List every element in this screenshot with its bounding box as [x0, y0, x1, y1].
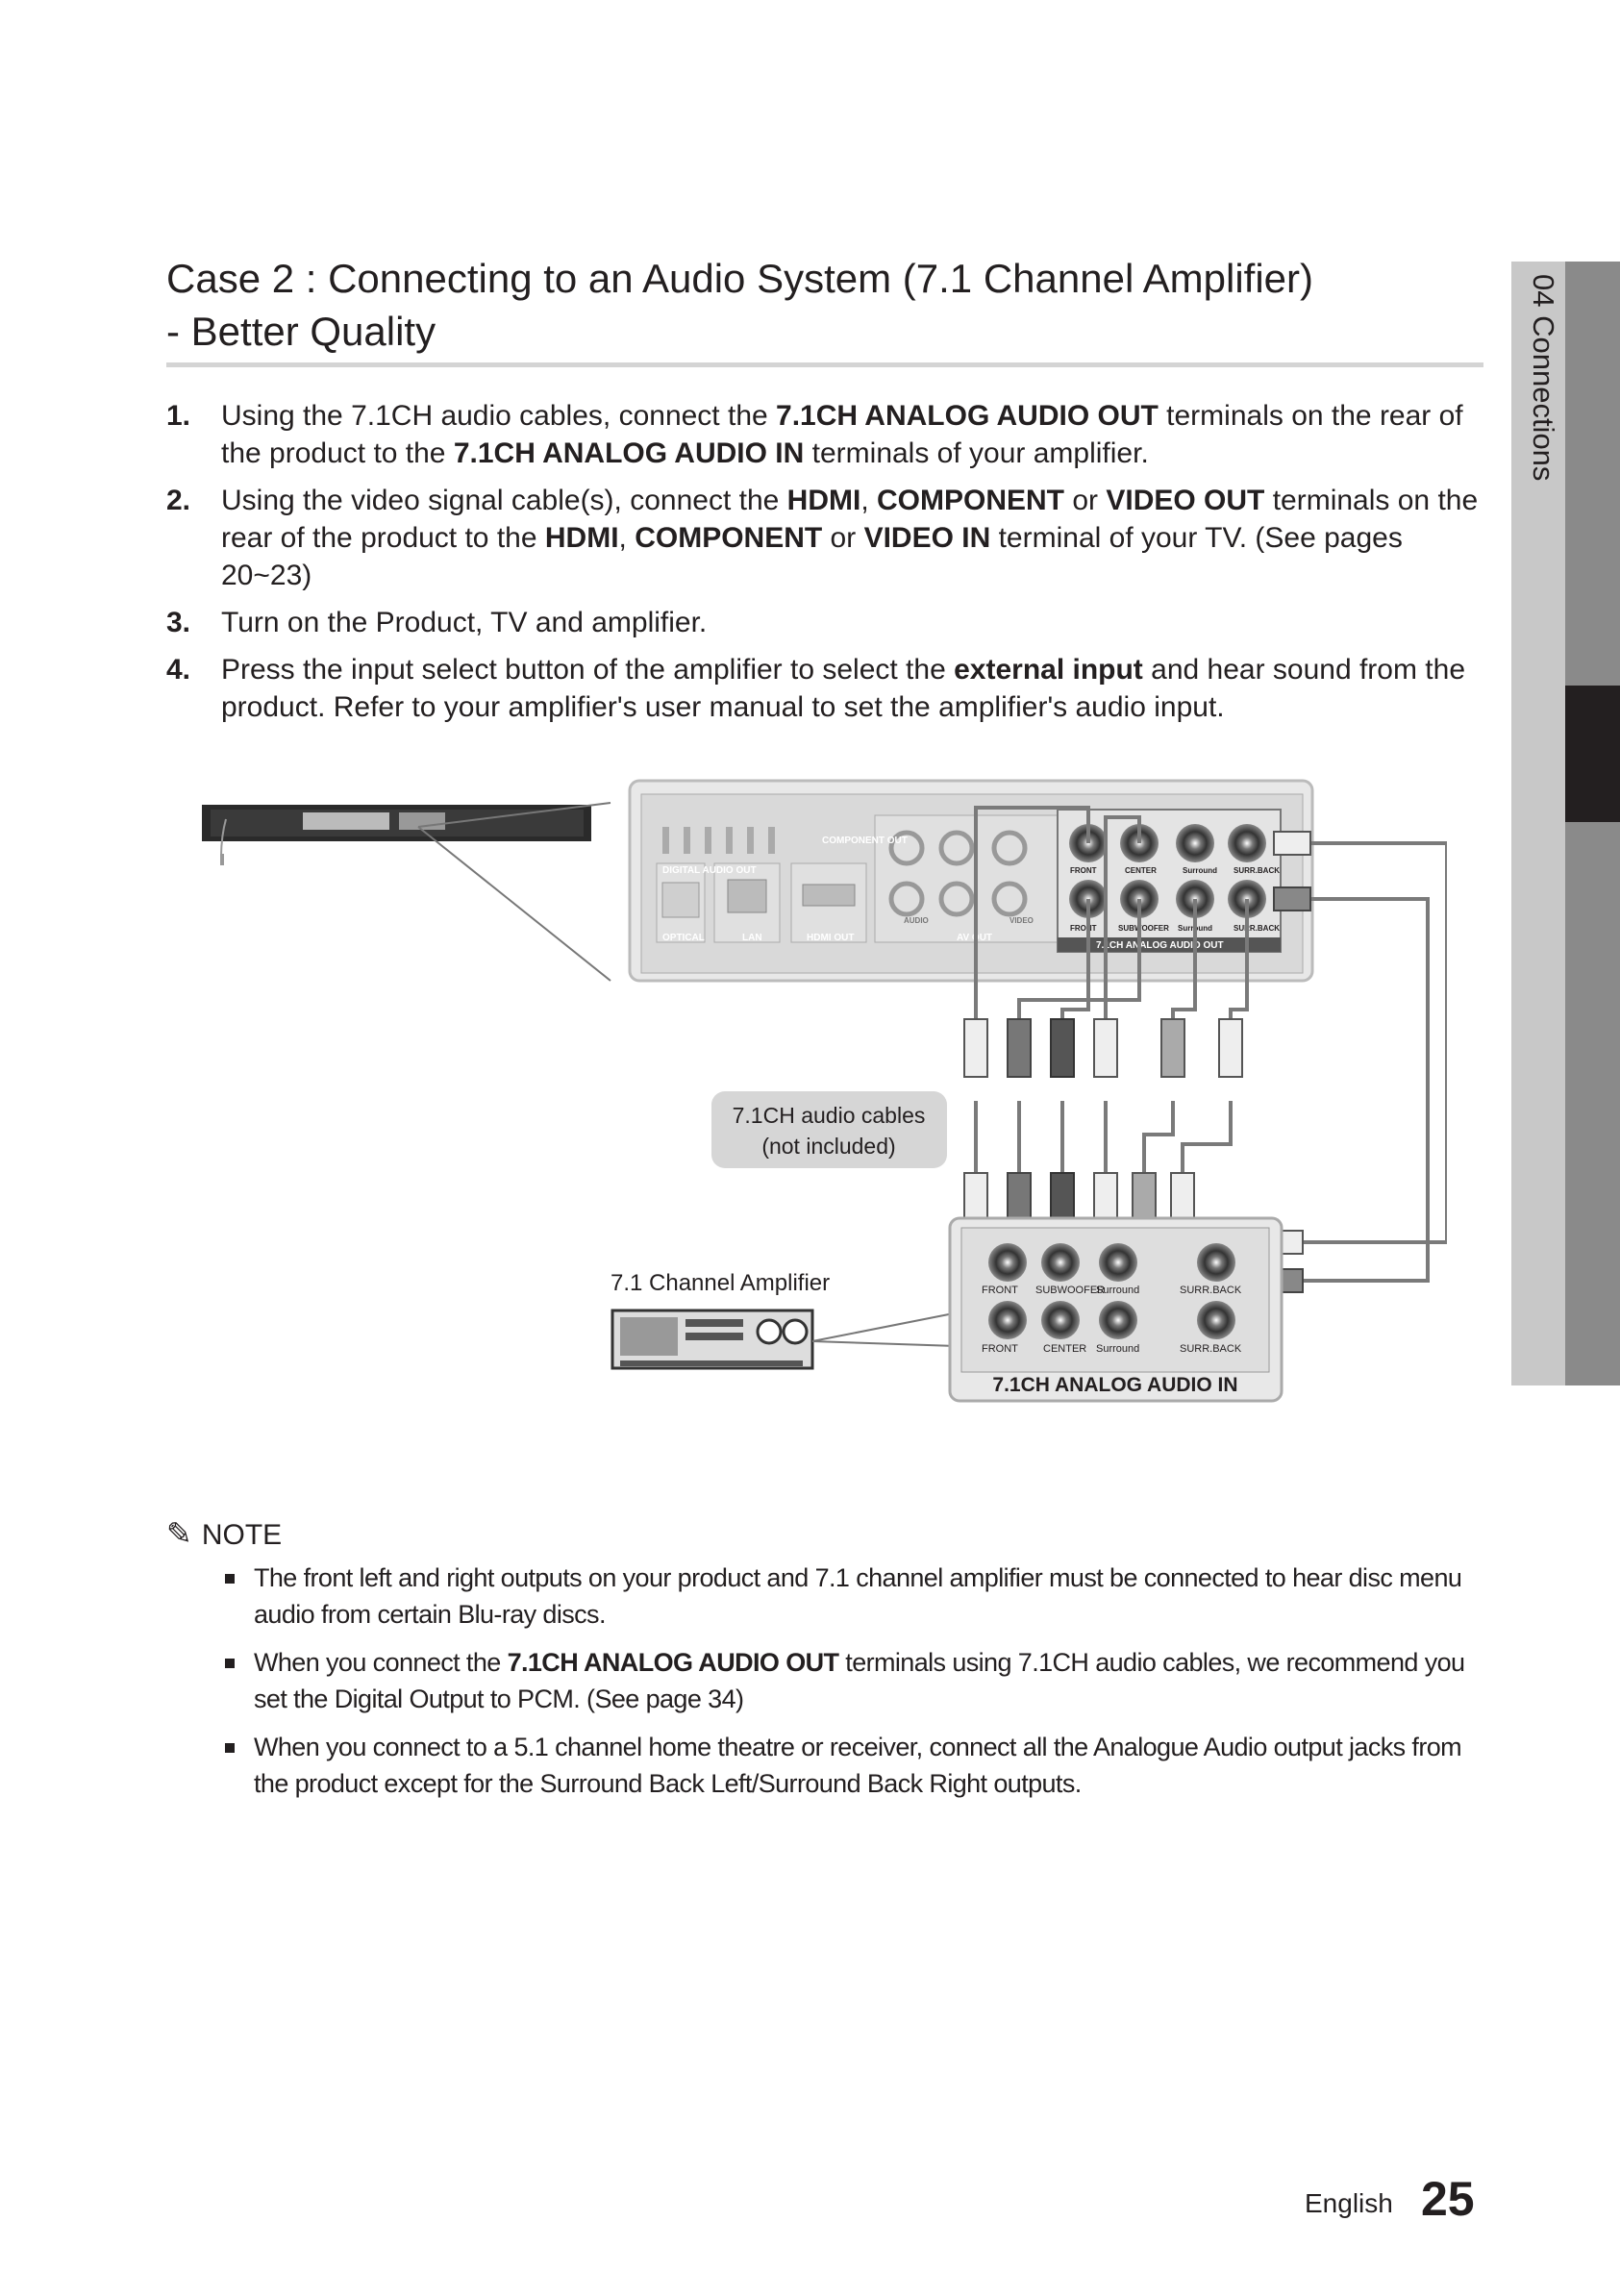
label-optical: OPTICAL [662, 933, 705, 943]
step-number: 4. [166, 654, 191, 686]
label-component-out: COMPONENT OUT [822, 836, 908, 846]
label-out-surround-l: Surround [1183, 866, 1217, 875]
instruction-steps: 1. Using the 7.1CH audio cables, connect… [166, 397, 1488, 736]
cables-label-line-1: 7.1CH audio cables [733, 1103, 926, 1128]
amplifier-icon [611, 1309, 814, 1370]
note-heading: ✎ NOTE [166, 1515, 282, 1552]
label-in-surround-l: Surround [1096, 1343, 1139, 1355]
label-in-front-l: FRONT [982, 1343, 1018, 1355]
step-text: Using the video signal cable(s), connect… [221, 485, 787, 516]
page-number: 25 [1421, 2172, 1475, 2226]
zoom-line [417, 802, 611, 828]
step-text: , [618, 522, 636, 554]
label-in-center: CENTER [1043, 1343, 1086, 1355]
step-text: , [860, 485, 877, 516]
cables-label-line-2: (not included) [761, 1134, 895, 1159]
step-text: terminals on the rear of the product to … [221, 400, 1463, 469]
label-digital-audio-out: DIGITAL AUDIO OUT [662, 865, 757, 876]
note-item: When you connect to a 5.1 channel home t… [223, 1729, 1483, 1802]
label-analog-out: 7.1CH ANALOG AUDIO OUT [1096, 940, 1224, 951]
label-in-front-r: FRONT [982, 1285, 1018, 1296]
step-number: 3. [166, 607, 191, 638]
step-number: 1. [166, 400, 191, 432]
step-term: VIDEO OUT [1106, 485, 1265, 516]
label-hdmi-out: HDMI OUT [807, 933, 854, 943]
pencil-icon: ✎ [166, 1516, 192, 1551]
step-text: terminal of your TV. (See pages 20~23) [221, 522, 1403, 591]
step-text: Turn on the Product, TV and amplifier. [221, 607, 708, 638]
note-item: When you connect the 7.1CH ANALOG AUDIO … [223, 1644, 1483, 1717]
title-divider [166, 362, 1483, 367]
step-term: COMPONENT [635, 522, 823, 554]
step-text: Press the input select button of the amp… [221, 654, 955, 686]
note-text: terminals using 7.1CH audio cables, we r… [254, 1648, 1465, 1713]
chapter-tab-label: 04 Connections [1527, 274, 1560, 482]
note-item: The front left and right outputs on your… [223, 1560, 1483, 1633]
label-out-surrback-r: SURR.BACK [1234, 924, 1280, 933]
label-in-surround-r: Surround [1096, 1285, 1139, 1296]
connection-diagram: DIGITAL AUDIO OUT OPTICAL LAN HDMI OUT C… [202, 779, 1447, 1403]
blu-ray-player-icon [202, 805, 591, 865]
note-text: When you connect to a 5.1 channel home t… [254, 1733, 1462, 1798]
amplifier-label: 7.1 Channel Amplifier [611, 1270, 830, 1296]
step-text: terminals on the rear of the product to … [221, 485, 1479, 554]
label-out-subwoofer: SUBWOOFER [1118, 924, 1169, 933]
label-video: VIDEO [1009, 916, 1034, 925]
step-text: terminals of your amplifier. [804, 437, 1149, 469]
cables-label-box [711, 1091, 947, 1168]
label-in-surrback-l: SURR.BACK [1180, 1343, 1242, 1355]
step-term: HDMI [786, 485, 861, 516]
label-out-front-r: FRONT [1070, 924, 1097, 933]
note-term: 7.1CH ANALOG AUDIO OUT [507, 1648, 839, 1677]
step-term: 7.1CH ANALOG AUDIO IN [453, 437, 805, 469]
step-number: 2. [166, 485, 191, 516]
label-analog-in: 7.1CH ANALOG AUDIO IN [992, 1374, 1237, 1396]
chapter-tab-marker [1565, 686, 1620, 822]
zoom-line [811, 1311, 960, 1342]
rear-panel-icon [628, 779, 1314, 983]
zoom-line [811, 1340, 958, 1347]
label-in-subwoofer: SUBWOOFER [1035, 1285, 1105, 1296]
label-lan: LAN [742, 933, 762, 943]
step-term: external input [954, 654, 1143, 686]
footer-language: English [1305, 2188, 1393, 2218]
step-term: HDMI [544, 522, 619, 554]
note-text: When you connect the [254, 1648, 508, 1677]
step-item: 2. Using the video signal cable(s), conn… [166, 482, 1488, 594]
step-item: 3. Turn on the Product, TV and amplifier… [166, 604, 1488, 641]
note-list: The front left and right outputs on your… [223, 1560, 1483, 1813]
step-text: or [1064, 485, 1107, 516]
label-out-front-l: FRONT [1070, 866, 1097, 875]
step-text: Using the 7.1CH audio cables, connect th… [221, 400, 777, 432]
page-title: Case 2 : Connecting to an Audio System (… [166, 252, 1483, 358]
step-term: COMPONENT [877, 485, 1064, 516]
label-in-surrback-r: SURR.BACK [1180, 1285, 1242, 1296]
title-line-1: Case 2 : Connecting to an Audio System (… [166, 256, 1313, 301]
label-audio: AUDIO [904, 916, 929, 925]
note-text: The front left and right outputs on your… [254, 1563, 1462, 1629]
step-term: 7.1CH ANALOG AUDIO OUT [776, 400, 1159, 432]
chapter-tab-edge [1565, 262, 1620, 1385]
step-text: or [822, 522, 864, 554]
step-item: 4. Press the input select button of the … [166, 651, 1488, 726]
amplifier-input-panel [948, 1216, 1284, 1403]
rca-plugs [963, 831, 1311, 1293]
step-text: and hear sound from the product. Refer t… [221, 654, 1466, 723]
zoom-line [417, 826, 611, 982]
title-line-2: - Better Quality [166, 309, 436, 354]
step-term: VIDEO IN [863, 522, 991, 554]
step-item: 1. Using the 7.1CH audio cables, connect… [166, 397, 1488, 472]
label-out-surrback-l: SURR.BACK [1234, 866, 1280, 875]
label-out-center: CENTER [1125, 866, 1157, 875]
note-heading-text: NOTE [201, 1519, 283, 1551]
